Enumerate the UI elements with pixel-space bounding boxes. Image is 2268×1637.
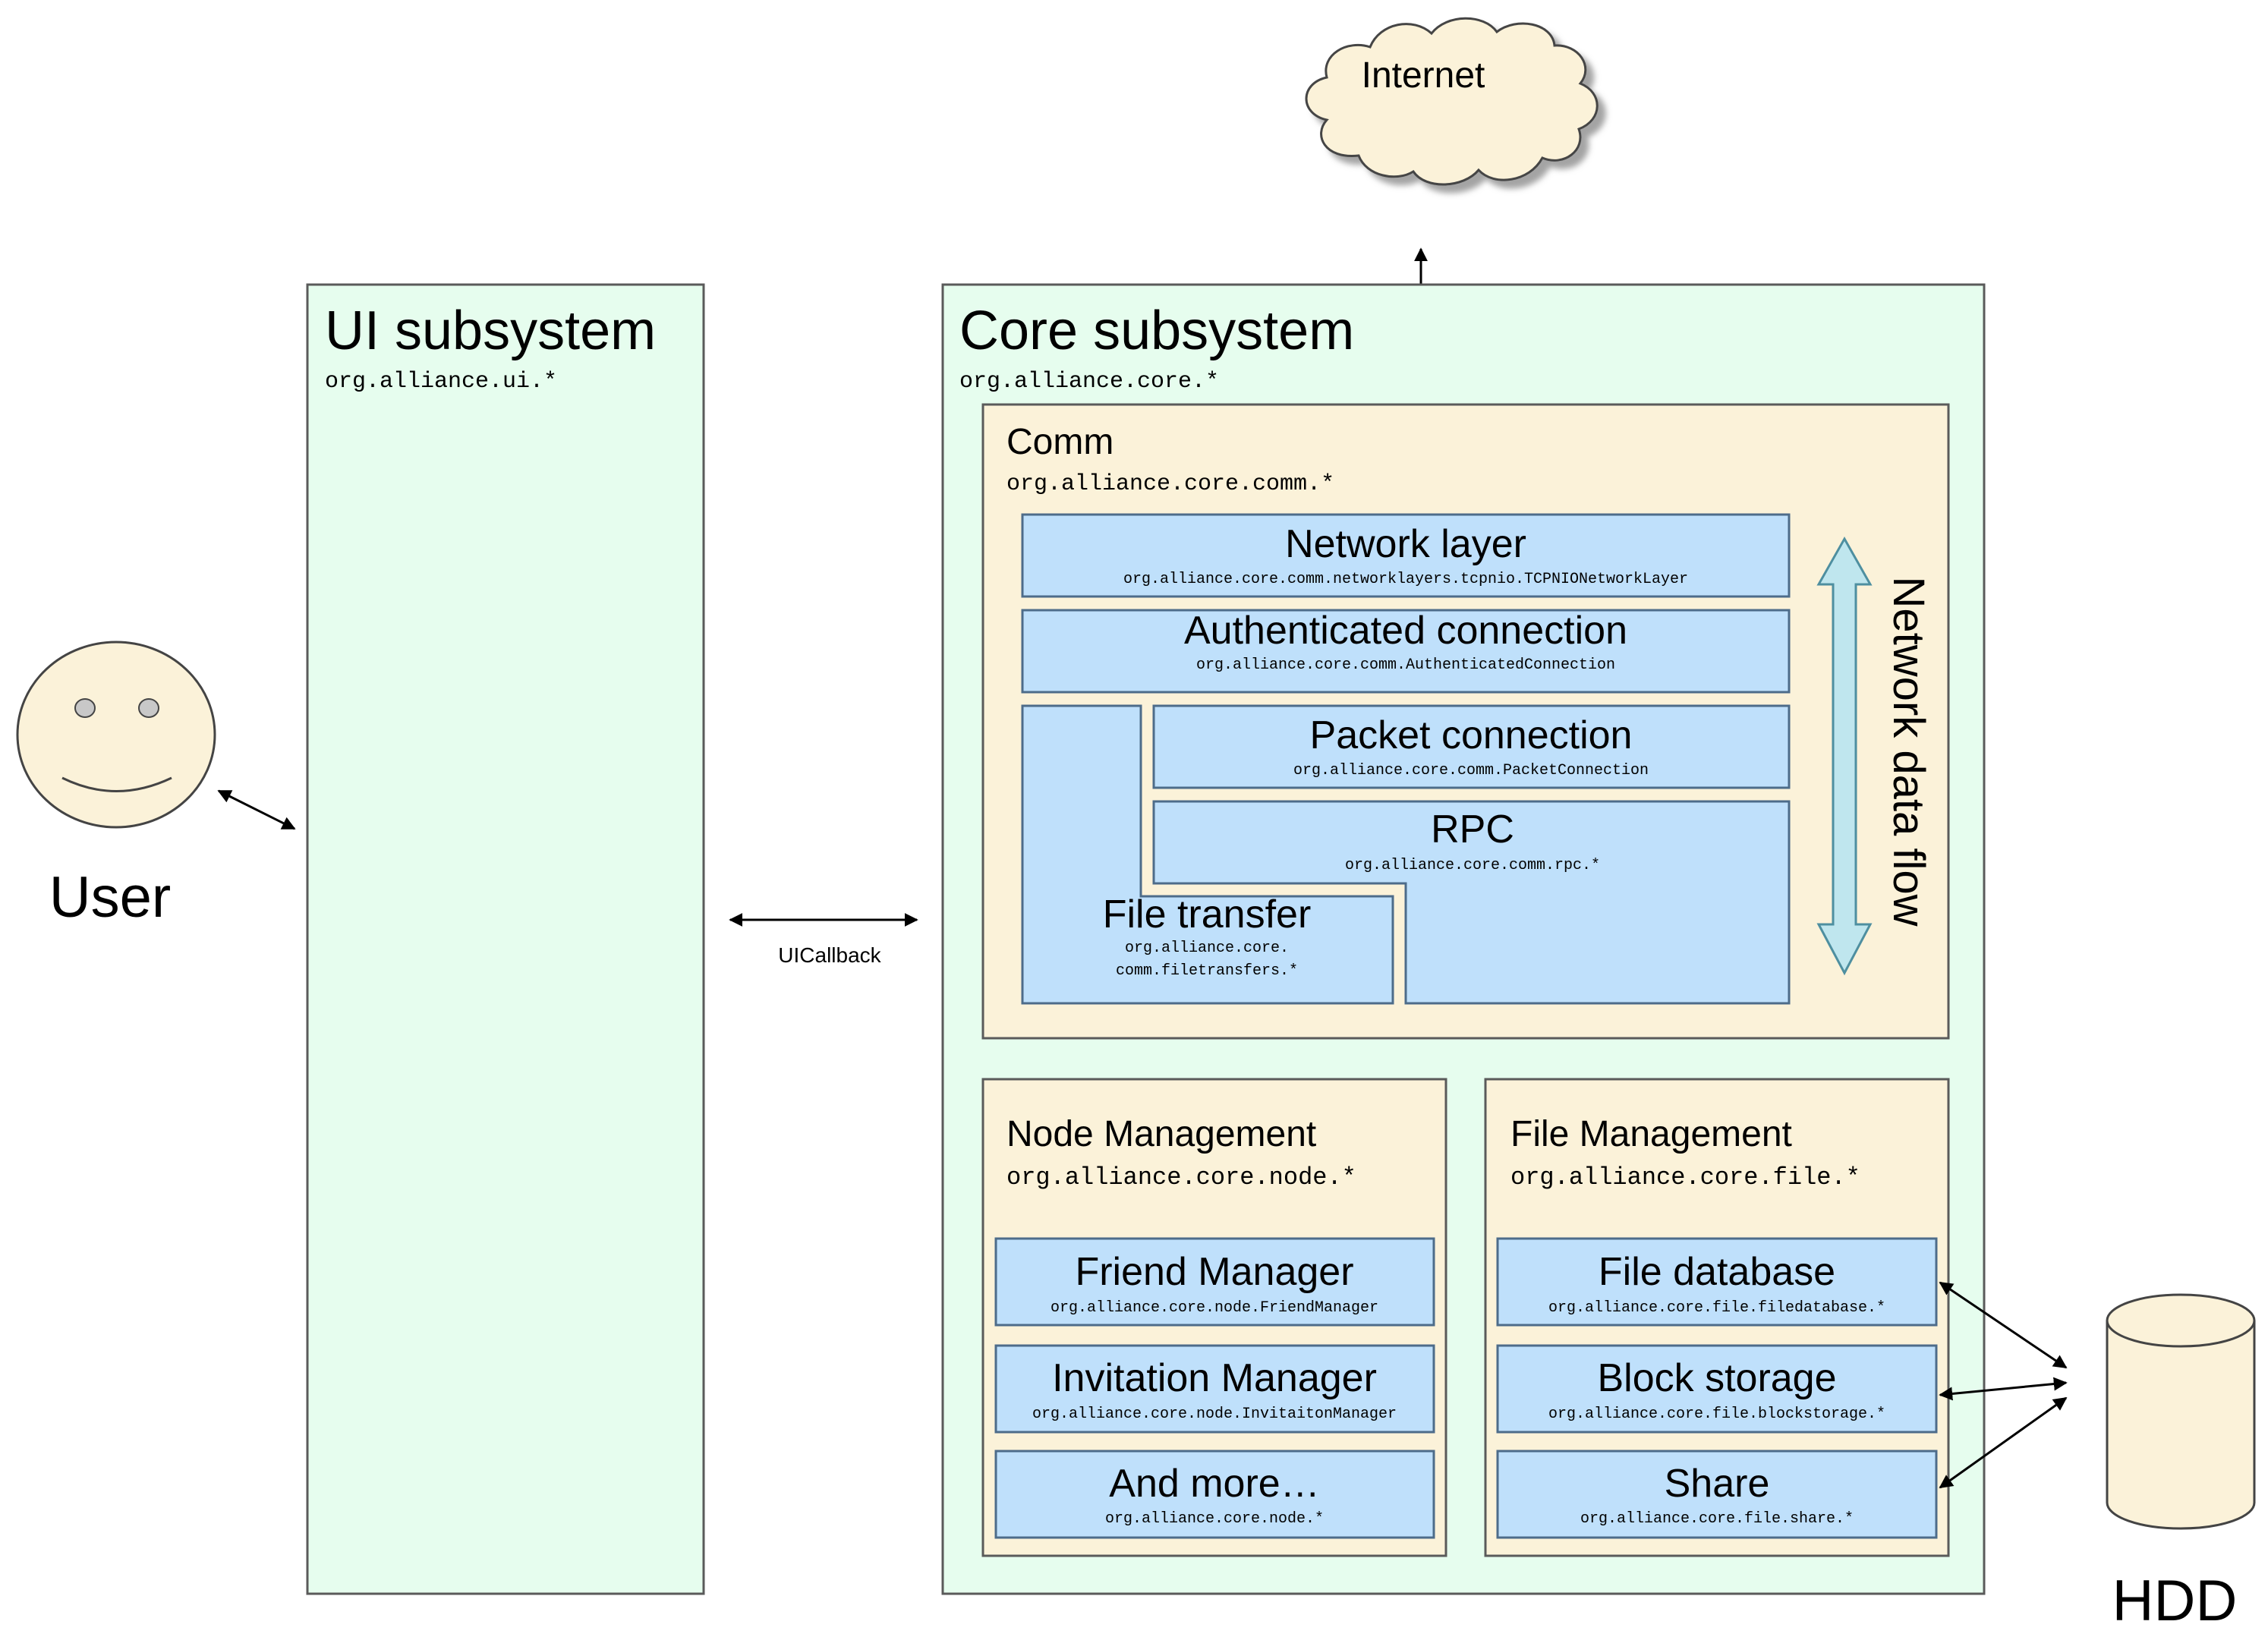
- file-transfer-package-line1: org.alliance.core.: [1125, 940, 1289, 957]
- file-transfer-title: File transfer: [1103, 892, 1312, 937]
- invitation-manager-package: org.alliance.core.node.InvitaitonManager: [1032, 1406, 1397, 1423]
- share-package: org.alliance.core.file.share.*: [1580, 1510, 1854, 1528]
- authenticated-connection-box: Authenticated connection org.alliance.co…: [1021, 609, 1791, 694]
- invitation-manager-title: Invitation Manager: [1052, 1356, 1377, 1400]
- comm-package: Comm org.alliance.core.comm.* Network la…: [981, 403, 1950, 1040]
- node-management-title: Node Management: [1006, 1114, 1316, 1154]
- node-management-package-name: org.alliance.core.node.*: [1006, 1163, 1356, 1192]
- packet-connection-box: Packet connection org.alliance.core.comm…: [1152, 704, 1791, 789]
- network-layer-title: Network layer: [1285, 522, 1526, 566]
- blockstorage-hdd-arrow: [1939, 1377, 2068, 1401]
- file-database-title: File database: [1599, 1250, 1835, 1294]
- packet-connection-package: org.alliance.core.comm.PacketConnection: [1293, 762, 1649, 779]
- comm-package-name: org.alliance.core.comm.*: [1006, 471, 1334, 497]
- network-data-flow-arrow: [1816, 536, 1873, 976]
- rpc-package: org.alliance.core.comm.rpc.*: [1345, 857, 1600, 874]
- share-hdd-arrow: [1939, 1396, 2068, 1489]
- authenticated-connection-package: org.alliance.core.comm.AuthenticatedConn…: [1196, 656, 1615, 674]
- file-management-title: File Management: [1510, 1114, 1792, 1154]
- user-label: User: [49, 865, 171, 930]
- packet-connection-title: Packet connection: [1310, 713, 1633, 757]
- core-subsystem-package: org.alliance.core.*: [959, 369, 1219, 395]
- hdd-label: HDD: [2112, 1569, 2238, 1633]
- friend-manager-title: Friend Manager: [1075, 1250, 1353, 1294]
- network-data-flow-label: Network data flow: [1884, 577, 1933, 927]
- comm-title: Comm: [1006, 422, 1114, 462]
- file-transfer-package-line2: comm.filetransfers.*: [1116, 962, 1298, 980]
- network-layer-package: org.alliance.core.comm.networklayers.tcp…: [1123, 571, 1688, 588]
- and-more-package: org.alliance.core.node.*: [1105, 1510, 1324, 1528]
- file-database-box: File database org.alliance.core.file.fil…: [1496, 1237, 1938, 1327]
- ui-subsystem: UI subsystem org.alliance.ui.*: [306, 283, 705, 1595]
- ui-subsystem-package: org.alliance.ui.*: [325, 369, 557, 395]
- block-storage-title: Block storage: [1597, 1356, 1836, 1400]
- block-storage-box: Block storage org.alliance.core.file.blo…: [1496, 1344, 1938, 1434]
- user-smile: [61, 776, 172, 792]
- share-title: Share: [1665, 1462, 1770, 1506]
- user-ui-arrow: [217, 789, 296, 830]
- friend-manager-box: Friend Manager org.alliance.core.node.Fr…: [994, 1237, 1435, 1327]
- node-management-package: Node Management org.alliance.core.node.*…: [981, 1078, 1447, 1557]
- internet-cloud: Internet: [1305, 17, 1599, 186]
- file-management-package-name: org.alliance.core.file.*: [1510, 1163, 1860, 1192]
- hdd-cylinder: [2106, 1293, 2256, 1530]
- user-left-eye: [74, 698, 96, 718]
- filedb-hdd-arrow: [1939, 1281, 2068, 1369]
- invitation-manager-box: Invitation Manager org.alliance.core.nod…: [994, 1344, 1435, 1434]
- file-management-package: File Management org.alliance.core.file.*…: [1484, 1078, 1950, 1557]
- friend-manager-package: org.alliance.core.node.FriendManager: [1051, 1299, 1378, 1317]
- internet-label: Internet: [1362, 55, 1485, 96]
- share-box: Share org.alliance.core.file.share.*: [1496, 1450, 1938, 1539]
- rpc-box: RPC org.alliance.core.comm.rpc.*: [1152, 800, 1791, 1005]
- file-transfer-box: File transfer org.alliance.core. comm.fi…: [1021, 704, 1394, 1005]
- uicallback-label: UICallback: [778, 943, 881, 967]
- file-database-package: org.alliance.core.file.filedatabase.*: [1548, 1299, 1885, 1317]
- core-subsystem-title: Core subsystem: [959, 301, 1354, 361]
- authenticated-connection-title: Authenticated connection: [1184, 609, 1627, 653]
- network-layer-box: Network layer org.alliance.core.comm.net…: [1021, 513, 1791, 598]
- block-storage-package: org.alliance.core.file.blockstorage.*: [1548, 1406, 1885, 1423]
- user-right-eye: [138, 698, 159, 718]
- ui-subsystem-title: UI subsystem: [325, 301, 656, 361]
- user-smiley: [16, 641, 216, 829]
- and-more-box: And more… org.alliance.core.node.*: [994, 1450, 1435, 1539]
- user-face: [16, 641, 216, 829]
- and-more-title: And more…: [1109, 1462, 1319, 1506]
- rpc-title: RPC: [1431, 807, 1514, 852]
